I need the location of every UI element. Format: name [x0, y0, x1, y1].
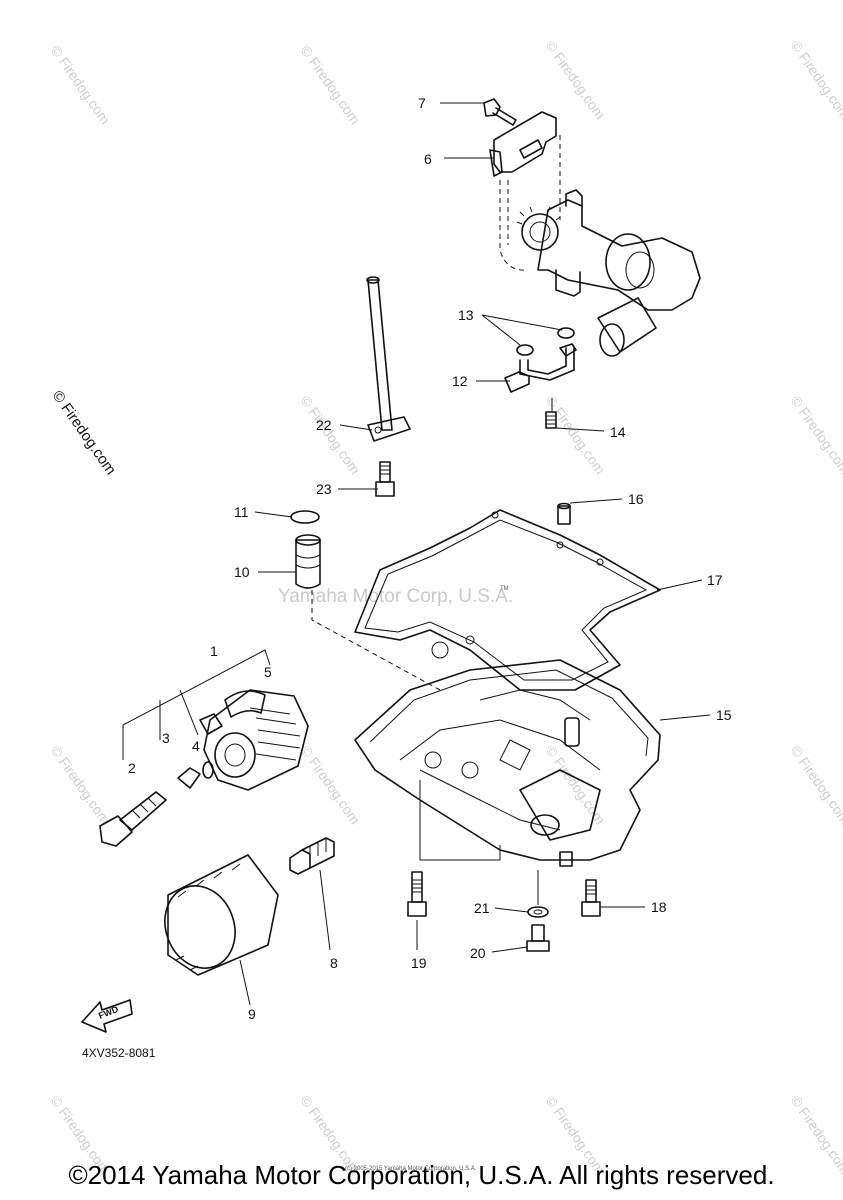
callout-10: 10 — [234, 564, 250, 580]
callout-4: 4 — [192, 738, 200, 754]
watermark-repeat: © Firedog.com — [298, 393, 364, 478]
watermark-tm: TM — [500, 586, 509, 592]
callout-3: 3 — [162, 730, 170, 746]
callout-6: 6 — [424, 151, 432, 167]
callout-2: 2 — [128, 760, 136, 776]
oil-pan-gasket — [354, 509, 661, 691]
callout-9: 9 — [248, 1006, 256, 1022]
watermark-repeat: © Firedog.com — [788, 743, 843, 828]
callout-17: 17 — [707, 572, 723, 588]
callout-20: 20 — [470, 945, 486, 961]
callout-19: 19 — [411, 955, 427, 971]
watermark-repeat: © Firedog.com — [543, 743, 609, 828]
copyright-footer: ©2014 Yamaha Motor Corporation, U.S.A. A… — [68, 1160, 775, 1190]
callout-5: 5 — [264, 664, 272, 680]
callout-13: 13 — [458, 307, 474, 323]
leader-lines — [254, 102, 711, 953]
watermark-repeat: © Firedog.com — [543, 38, 609, 123]
diagram-code: 4XV352-8081 — [82, 1046, 156, 1060]
watermark-repeat: © Firedog.com — [48, 743, 114, 828]
oil-cooler-assembly — [99, 649, 309, 847]
callout-8: 8 — [330, 955, 338, 971]
callouts: 1 2 3 4 5 6 7 8 9 10 11 12 13 14 15 16 1… — [128, 95, 732, 1022]
watermark-repeat: © Firedog.com — [48, 43, 114, 128]
watermark-layer: © Firedog.com © Firedog.com © Firedog.co… — [48, 38, 843, 1178]
callout-12: 12 — [452, 373, 468, 389]
watermark-repeat: © Firedog.com — [788, 38, 843, 123]
callout-16: 16 — [628, 491, 644, 507]
watermark-repeat: © Firedog.com — [298, 743, 364, 828]
callout-11: 11 — [234, 504, 249, 520]
callout-15: 15 — [716, 707, 732, 723]
fwd-arrow: FWD — [81, 999, 133, 1033]
watermark-repeat: © Firedog.com — [788, 393, 843, 478]
watermark-repeat: © Firedog.com — [298, 43, 364, 128]
oil-filter-assembly — [164, 837, 335, 1006]
small-print: (c) 2005-2015 Yamaha Motor Corporation, … — [345, 1166, 477, 1172]
callout-21: 21 — [474, 900, 490, 916]
callout-18: 18 — [651, 899, 667, 915]
watermark-side: © Firedog.com — [49, 388, 119, 479]
oil-pump-assembly — [483, 98, 701, 429]
bolts — [407, 502, 601, 952]
callout-14: 14 — [610, 424, 626, 440]
oil-pan — [354, 659, 661, 867]
callout-22: 22 — [316, 417, 332, 433]
callout-7: 7 — [418, 95, 426, 111]
callout-23: 23 — [316, 481, 332, 497]
watermark-center: Yamaha Motor Corp, U.S.A. — [278, 586, 513, 607]
callout-1: 1 — [210, 643, 218, 659]
